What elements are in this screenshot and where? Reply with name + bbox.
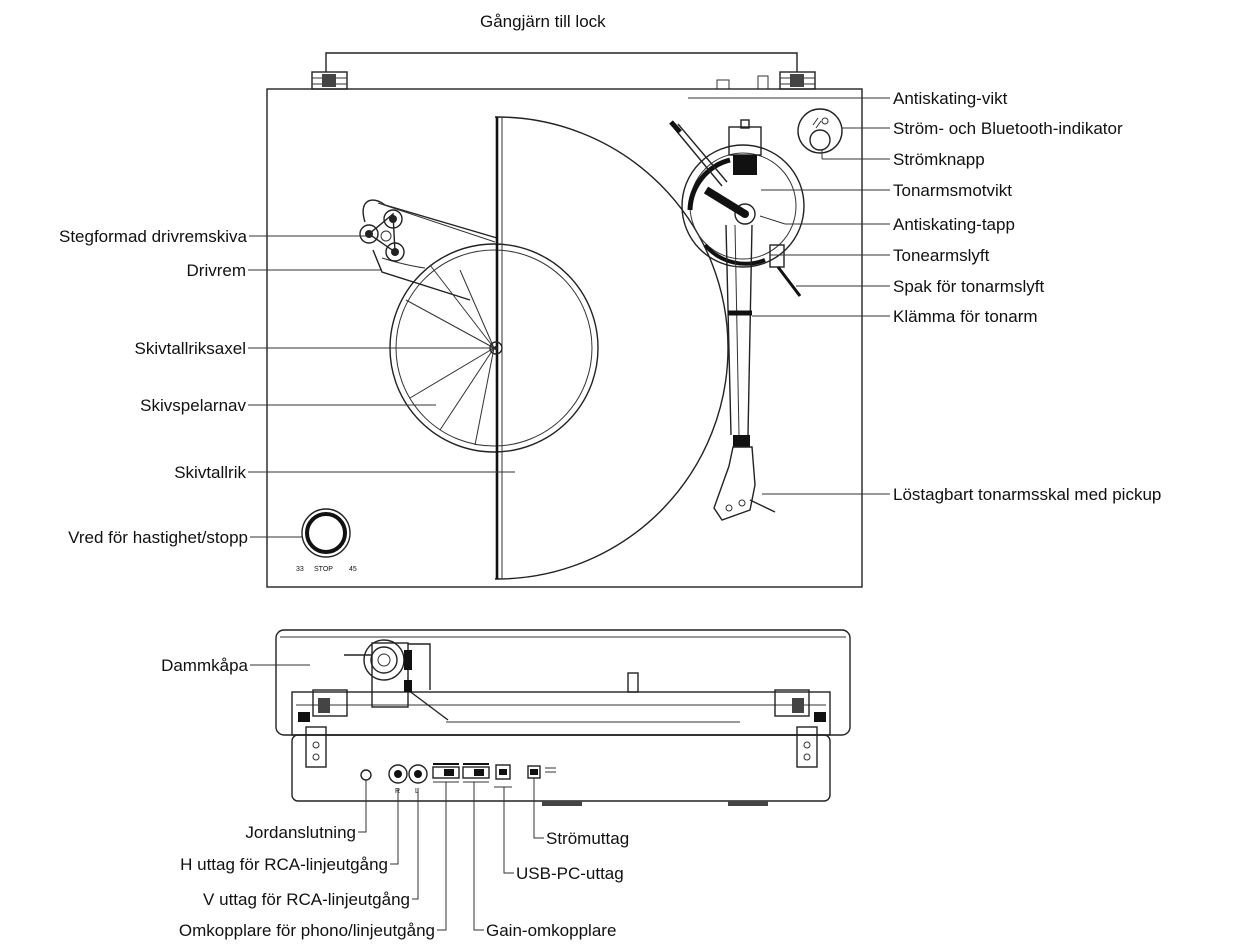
label-ground: Jordanslutning <box>245 823 356 842</box>
power-button <box>797 108 843 154</box>
label-rca-left: V uttag för RCA-linjeutgång <box>203 890 410 909</box>
power-socket <box>527 765 556 779</box>
plinth <box>266 88 863 588</box>
label-headshell: Löstagbart tonarmsskal med pickup <box>893 485 1161 504</box>
label-tonearm-lift: Tonearmslyft <box>893 246 990 265</box>
hinge-right <box>779 71 816 90</box>
knob-mark-stop: STOP <box>314 566 333 573</box>
hinge-left <box>311 71 348 90</box>
rear-hinge-left <box>298 689 348 768</box>
label-hinge: Gångjärn till lock <box>480 12 606 31</box>
label-speed-knob: Vred för hastighet/stopp <box>68 528 248 547</box>
label-antiskate-pin: Antiskating-tapp <box>893 215 1015 234</box>
knob-mark-33: 33 <box>296 566 304 573</box>
rca-left-jack: L <box>408 764 428 795</box>
top-leaders-right <box>688 97 890 495</box>
label-pulley: Stegformad drivremskiva <box>59 227 248 246</box>
label-lift-lever: Spak för tonarmslyft <box>893 277 1044 296</box>
label-tonearm-clamp: Klämma för tonarm <box>893 307 1038 326</box>
spindle <box>489 341 503 355</box>
dust-cover <box>275 629 851 736</box>
top-leaders-left <box>248 235 515 538</box>
label-rca-right: H uttag för RCA-linjeutgång <box>180 855 388 874</box>
label-spindle: Skivtallriksaxel <box>135 339 246 358</box>
rear-leaders <box>250 664 544 931</box>
gain-switch <box>462 763 490 783</box>
label-usb-pc: USB-PC-uttag <box>516 864 624 883</box>
knob-mark-45: 45 <box>349 566 357 573</box>
label-power-button: Strömknapp <box>893 150 985 169</box>
phono-line-switch <box>432 763 460 783</box>
rear-tonearm <box>344 639 449 721</box>
label-counterweight: Tonarmsmotvikt <box>893 181 1012 200</box>
rear-plinth <box>291 691 831 736</box>
label-dust-cover: Dammkåpa <box>161 656 248 675</box>
rear-view: R L <box>161 629 851 940</box>
label-phono-line-switch: Omkopplare för phono/linjeutgång <box>179 921 435 940</box>
usb-port <box>494 764 512 788</box>
tonearm <box>669 119 805 521</box>
rear-hinge-right <box>774 689 826 768</box>
label-belt: Drivrem <box>187 261 247 280</box>
hinge-bar <box>325 52 798 72</box>
label-gain-switch: Gain-omkopplare <box>486 921 616 940</box>
label-hub: Skivspelarnav <box>140 396 246 415</box>
pulley <box>359 209 405 262</box>
top-view: 33 STOP 45 Gångjärn till lock Ant <box>59 12 1161 588</box>
label-power-socket: Strömuttag <box>546 829 629 848</box>
label-power-bt-indicator: Ström- och Bluetooth-indikator <box>893 119 1123 138</box>
belt-outline <box>362 199 498 301</box>
ground-terminal <box>360 769 372 790</box>
jack-mark-l: L <box>415 788 419 795</box>
speed-knob: 33 STOP 45 <box>296 508 357 573</box>
label-antiskate-weight: Antiskating-vikt <box>893 89 1008 108</box>
label-platter: Skivtallrik <box>174 463 246 482</box>
